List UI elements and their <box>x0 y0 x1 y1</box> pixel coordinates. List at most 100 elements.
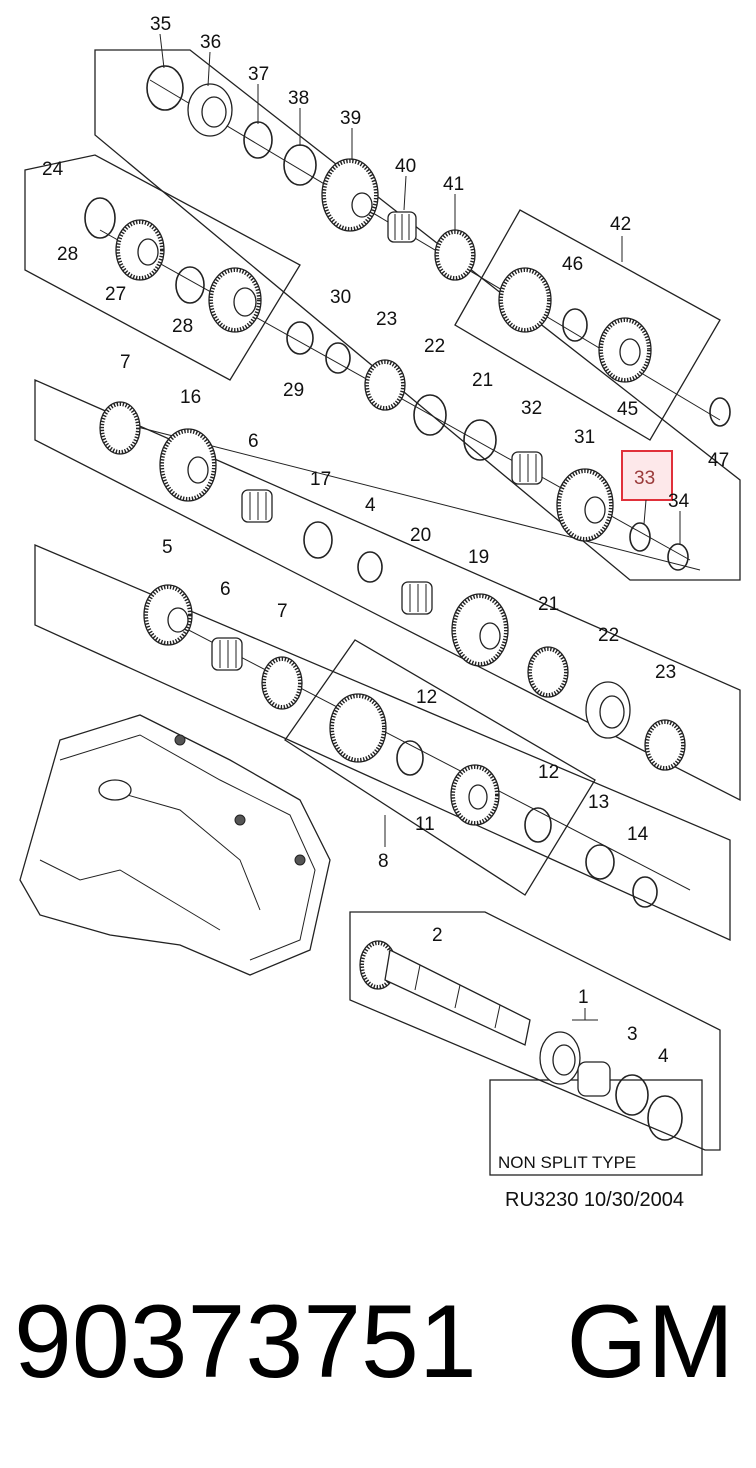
callout-27[interactable]: 27 <box>105 284 126 305</box>
spring-46 <box>562 308 588 342</box>
callout-32[interactable]: 32 <box>521 398 542 419</box>
ring-38 <box>283 144 317 186</box>
leader-40 <box>403 175 407 211</box>
callout-22a[interactable]: 22 <box>424 336 445 357</box>
callout-8[interactable]: 8 <box>378 851 389 872</box>
callout-3[interactable]: 3 <box>627 1024 638 1045</box>
callout-7a[interactable]: 7 <box>120 352 131 373</box>
callout-7b[interactable]: 7 <box>277 601 288 622</box>
callout-20[interactable]: 20 <box>410 525 431 546</box>
callout-19[interactable]: 19 <box>468 547 489 568</box>
frame-group-12 <box>284 639 596 896</box>
ring-13 <box>585 844 615 880</box>
needle-bearing-6a <box>241 489 273 523</box>
callout-1[interactable]: 1 <box>578 987 589 1008</box>
callout-38[interactable]: 38 <box>288 88 309 109</box>
needle-bearing-6b <box>211 637 243 671</box>
needle-bearing-32 <box>511 451 543 485</box>
gear-39 <box>321 158 379 232</box>
exploded-parts-diagram: 35 36 37 38 39 40 41 42 24 28 27 28 46 4… <box>19 14 741 1211</box>
callout-41[interactable]: 41 <box>443 174 464 195</box>
brand-name: GM <box>566 1284 734 1400</box>
callout-14[interactable]: 14 <box>627 824 649 845</box>
leader-33 <box>643 499 647 525</box>
callout-21a[interactable]: 21 <box>472 370 493 391</box>
sleeve-24b <box>208 267 262 333</box>
callout-12b[interactable]: 12 <box>538 762 559 783</box>
highlight-box-33 <box>621 450 673 501</box>
callout-11[interactable]: 11 <box>415 814 435 835</box>
ring-4b <box>647 1095 683 1141</box>
needle-bearing-40 <box>387 211 417 243</box>
callout-42[interactable]: 42 <box>610 214 631 235</box>
gear-16 <box>159 428 217 502</box>
callout-45[interactable]: 45 <box>617 399 638 420</box>
callout-16[interactable]: 16 <box>180 387 201 408</box>
input-shaft-2 <box>359 940 531 1046</box>
callout-21b[interactable]: 21 <box>538 594 559 615</box>
callout-34[interactable]: 34 <box>668 491 690 512</box>
callout-23b[interactable]: 23 <box>655 662 676 683</box>
frame-lower-shaft <box>34 544 731 942</box>
callout-46[interactable]: 46 <box>562 254 583 275</box>
callout-5[interactable]: 5 <box>162 537 173 558</box>
ring-21 <box>463 419 497 461</box>
frame-middle-shaft <box>34 379 741 802</box>
callout-31[interactable]: 31 <box>574 427 595 448</box>
callout-6a[interactable]: 6 <box>248 431 259 452</box>
callout-33[interactable]: 33 <box>634 468 655 489</box>
callout-13[interactable]: 13 <box>588 792 609 813</box>
frame-input-shaft <box>349 911 721 1151</box>
callout-28b[interactable]: 28 <box>172 316 193 337</box>
ring-30 <box>325 342 351 374</box>
spring-12b <box>524 807 552 843</box>
callout-23a[interactable]: 23 <box>376 309 397 330</box>
bearing-1 <box>539 1031 611 1097</box>
callout-24[interactable]: 24 <box>42 159 64 180</box>
callout-30[interactable]: 30 <box>330 287 351 308</box>
ring-3 <box>615 1074 649 1116</box>
callout-47[interactable]: 47 <box>708 450 729 471</box>
callout-4a[interactable]: 4 <box>365 495 376 516</box>
ring-34 <box>667 543 689 571</box>
frame-group-24 <box>24 154 301 381</box>
ring-47 <box>709 397 731 427</box>
ring-14 <box>632 876 658 908</box>
gear-31 <box>556 468 614 542</box>
synchro-ring-7b <box>261 656 303 710</box>
reference-code: RU3230 10/30/2004 <box>505 1189 684 1211</box>
callout-12a[interactable]: 12 <box>416 687 437 708</box>
transmission-case <box>19 714 331 976</box>
callout-39[interactable]: 39 <box>340 108 361 129</box>
callout-28a[interactable]: 28 <box>57 244 78 265</box>
callout-6b[interactable]: 6 <box>220 579 231 600</box>
ring-22 <box>413 394 447 436</box>
callout-2[interactable]: 2 <box>432 925 443 946</box>
needle-bearing-20 <box>401 581 433 615</box>
bearing-36 <box>187 83 233 137</box>
sleeve-42 <box>498 267 552 333</box>
callout-35[interactable]: 35 <box>150 14 171 35</box>
synchro-ring-23 <box>364 359 406 411</box>
callout-36[interactable]: 36 <box>200 32 221 53</box>
callout-37[interactable]: 37 <box>248 64 269 85</box>
snap-ring-35 <box>146 65 184 111</box>
spring-28b <box>175 266 205 304</box>
frame-group-42 <box>454 209 721 441</box>
callout-4b[interactable]: 4 <box>658 1046 669 1067</box>
callout-17[interactable]: 17 <box>310 469 331 490</box>
frame-top-shaft <box>94 49 741 581</box>
callout-22b[interactable]: 22 <box>598 625 619 646</box>
callout-40[interactable]: 40 <box>395 156 416 177</box>
synchro-ring-7a <box>99 401 141 455</box>
leader-36 <box>207 51 211 87</box>
gear-5 <box>143 584 193 646</box>
sleeve-hub-24 <box>115 219 165 281</box>
synchro-ring-21b <box>527 646 569 698</box>
spring-12a <box>396 740 424 776</box>
ring-37 <box>243 121 273 159</box>
synchro-ring-23b <box>644 719 686 771</box>
callout-29[interactable]: 29 <box>283 380 304 401</box>
caption-non-split-type: NON SPLIT TYPE <box>498 1153 636 1172</box>
spring-28a <box>84 197 116 239</box>
